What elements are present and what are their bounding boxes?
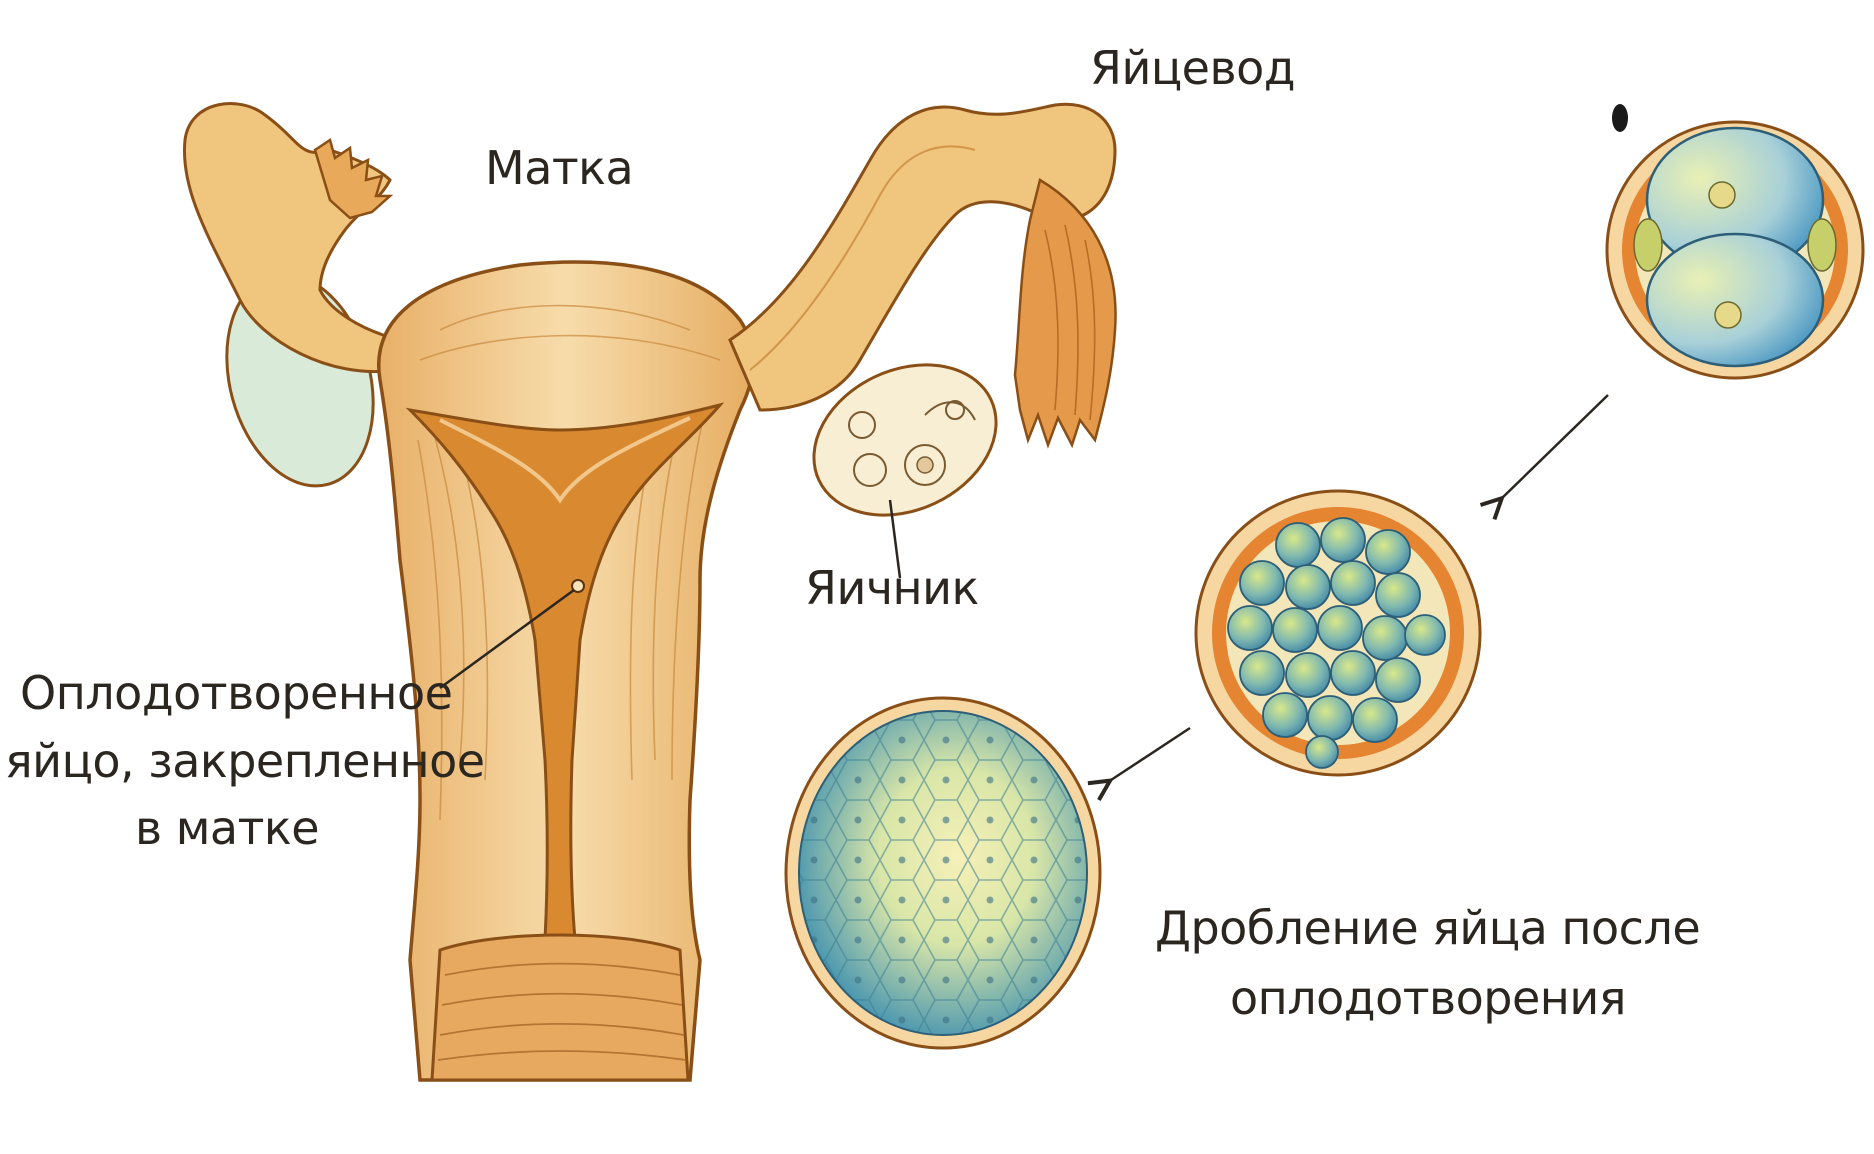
arrow-two-cell-to-morula bbox=[1500, 395, 1608, 500]
label-fertilized-egg-line3: в матке bbox=[135, 800, 319, 858]
label-cleavage-line1: Дробление яйца после bbox=[1155, 900, 1700, 958]
label-ovary: Яичник bbox=[805, 560, 979, 618]
morula-stage bbox=[1196, 491, 1480, 775]
cervix bbox=[432, 935, 688, 1080]
right-fimbriae bbox=[1015, 180, 1116, 445]
blastula-stage bbox=[786, 698, 1100, 1048]
two-cell-stage bbox=[1607, 104, 1863, 378]
label-fertilized-egg-line1: Оплодотворенное bbox=[20, 665, 452, 723]
label-uterus: Матка bbox=[485, 140, 633, 198]
label-fertilized-egg-line2: яйцо, закрепленное bbox=[5, 733, 485, 791]
label-cleavage-line2: оплодотворения bbox=[1230, 970, 1626, 1028]
label-oviduct: Яйцевод bbox=[1090, 40, 1295, 98]
arrow-morula-to-blastula bbox=[1108, 728, 1190, 782]
left-oviduct bbox=[184, 104, 400, 372]
